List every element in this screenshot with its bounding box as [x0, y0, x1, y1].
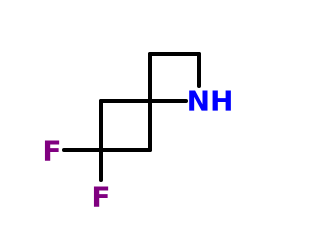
- atom-label-nh: NH: [187, 85, 234, 118]
- atom-label-f-bottom: F: [91, 181, 110, 214]
- bond-layer: [62, 52, 201, 182]
- atom-label-layer: NH F F: [42, 85, 233, 214]
- molecule-structure: NH F F: [0, 0, 250, 250]
- background: [0, 0, 250, 250]
- atom-label-f-left: F: [42, 135, 61, 168]
